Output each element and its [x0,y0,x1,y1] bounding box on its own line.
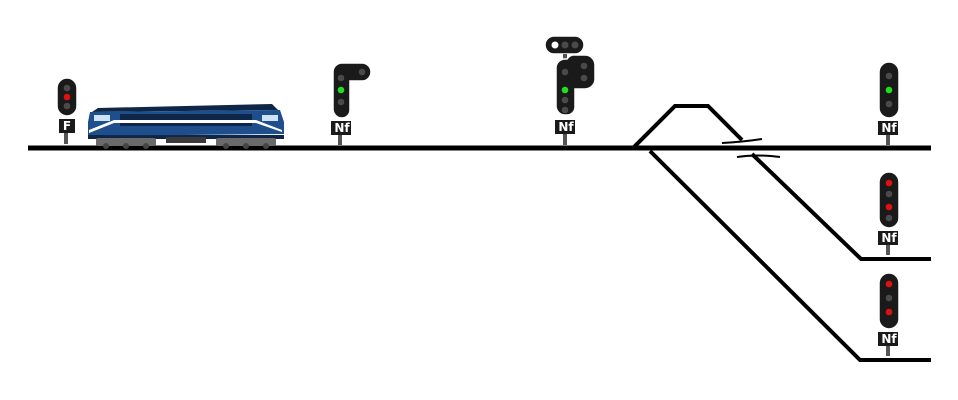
lamp [885,280,893,288]
siding-track-upper [631,104,744,150]
signal-head [878,171,900,229]
lamp [885,100,893,108]
lamp [561,86,569,94]
lamp [63,102,71,110]
signal-post [563,133,567,145]
lamp [885,179,893,187]
locomotive-roof [92,104,278,112]
signal-2[interactable]: Nf [331,62,372,145]
wheel [263,143,269,149]
indicator-post [563,54,567,60]
tracks [28,104,931,362]
bogie-rear [216,138,276,146]
signal-head [555,54,596,116]
signal-plate-label: Nf [881,121,897,135]
signal-plate [555,120,575,134]
lamp [885,72,893,80]
crossing-mark-lower [736,154,781,158]
wheel [243,143,249,149]
locomotive-stripe [89,120,282,133]
indicator-lamp [551,41,559,49]
signal-plate-label: Nf [558,120,574,134]
lamp [63,93,71,101]
signal-6[interactable]: Nf [878,272,900,356]
lamp [885,214,893,222]
wheel [143,143,149,149]
signal-plate-label: F [63,119,71,133]
lamp [337,86,345,94]
branch-track-middle [750,152,931,261]
locomotive[interactable] [88,104,284,149]
lamp [561,68,569,76]
signal-4[interactable]: Nf [878,61,900,145]
wheel [103,143,109,149]
signal-plate [878,121,898,135]
lamp [885,190,893,198]
signal-plate-label: Nf [881,231,897,245]
signal-post [338,134,342,145]
indicator-lamp [561,41,569,49]
signal-plate-label: Nf [881,332,897,346]
lamp [580,62,588,70]
lamp [63,84,71,92]
lamp [580,74,588,82]
signal-post [886,345,890,356]
signal-plate [331,121,351,135]
wheel [123,143,129,149]
signal-5[interactable]: Nf [878,171,900,255]
signal-3[interactable]: Nf [544,35,596,145]
lamp [337,74,345,82]
cab-window-right [262,115,278,121]
lamp [337,98,345,106]
signal-plate [878,332,898,346]
signal-plate-label: Nf [334,121,350,135]
signal-1[interactable]: F [56,77,78,144]
bogie-front [96,138,156,146]
lamp [885,86,893,94]
crossing-mark-upper [721,138,763,144]
lamp [885,203,893,211]
signal-plate [59,119,75,133]
indicator-lamp [571,41,579,49]
lamp [561,106,569,114]
signal-post [64,132,68,144]
signal-plate [878,231,898,245]
fuel-tank [166,137,206,143]
lamp [358,68,366,76]
lamp [885,294,893,302]
cab-window-left [94,115,110,121]
signal-post [886,134,890,145]
signal-post [886,244,890,255]
wheel [223,143,229,149]
lamp [885,308,893,316]
lamp [561,96,569,104]
branch-track-lower [648,149,931,362]
